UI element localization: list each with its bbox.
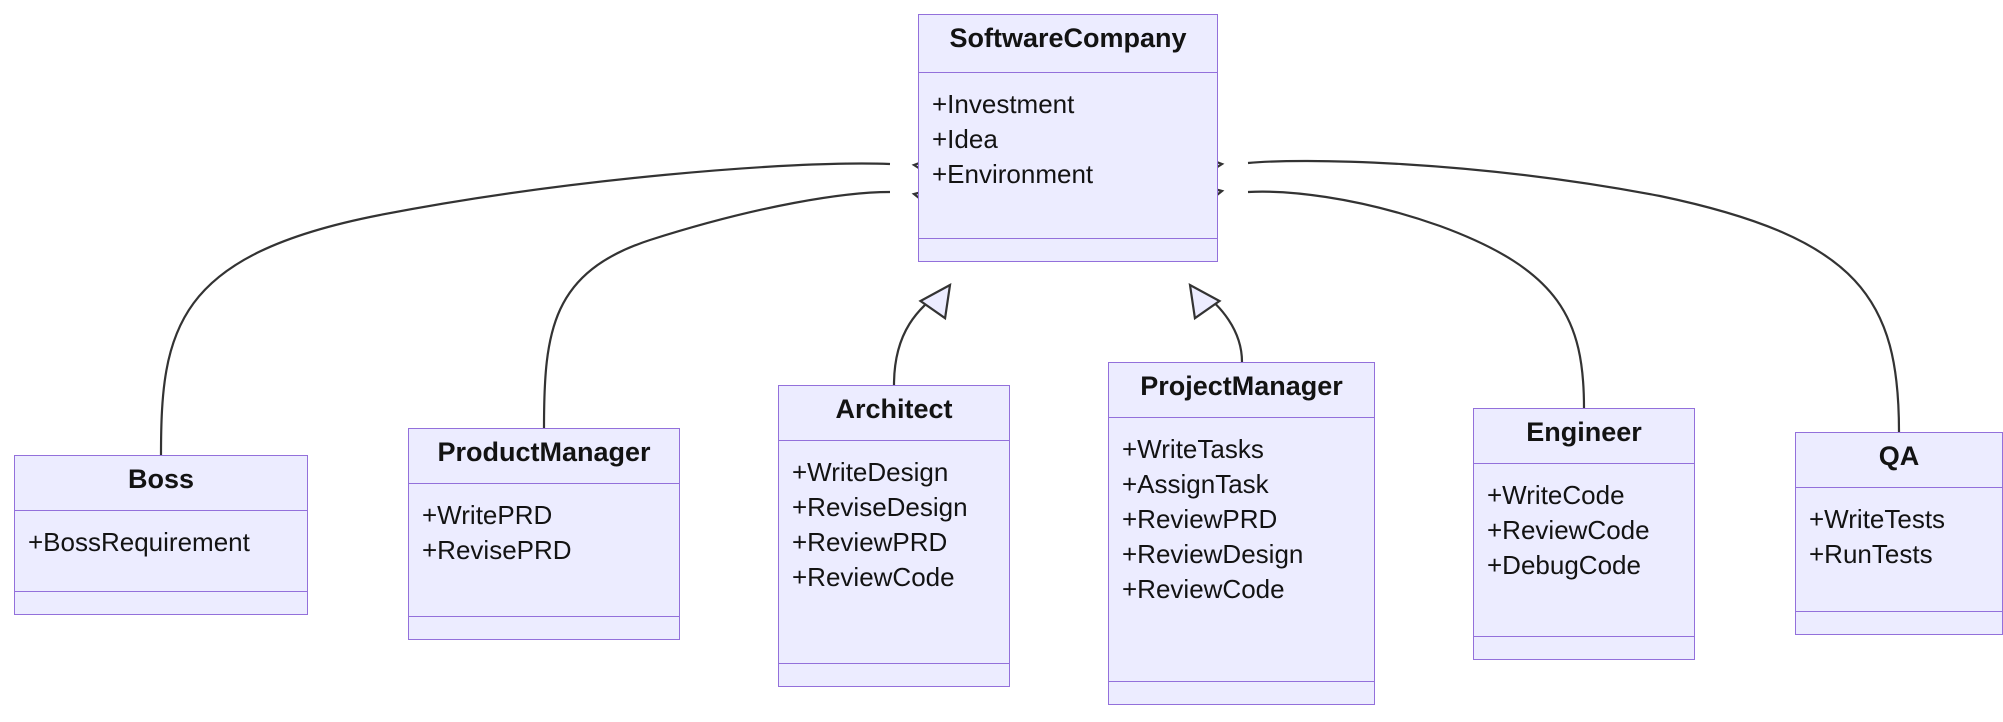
attribute-row: +ReviewDesign [1122, 538, 1304, 569]
attribute-row: +DebugCode [1487, 549, 1641, 580]
attribute-row: +RunTests [1809, 538, 1933, 569]
uml-class-software-company[interactable]: SoftwareCompany +Investment +Idea +Environm… [918, 14, 1218, 262]
attribute-row: +Environment [932, 158, 1094, 189]
class-methods-qa [1796, 612, 2002, 634]
uml-class-product-manager[interactable]: ProductManager +WritePRD +RevisePRD [408, 428, 680, 640]
class-name-software-company: SoftwareCompany [919, 15, 1217, 73]
uml-class-project-manager[interactable]: ProjectManager +WriteTasks +AssignTask +Rev… [1108, 362, 1375, 705]
class-name-boss: Boss [15, 456, 307, 511]
attribute-row: +ReviewPRD [792, 526, 948, 557]
edge-architect-to-softwarecompany [892, 282, 952, 386]
attribute-row: +Idea [932, 123, 998, 154]
attribute-row: +AssignTask [1122, 468, 1269, 499]
attribute-row: +BossRequirement [28, 527, 250, 557]
class-attributes-qa: +WriteTests +RunTests [1796, 488, 2002, 612]
edge-projectmanager-to-softwarecompany [1188, 282, 1244, 363]
class-methods-software-company [919, 239, 1217, 261]
attribute-row: +RevisePRD [422, 534, 572, 565]
attribute-row: +ReviseDesign [792, 491, 968, 522]
class-attributes-architect: +WriteDesign +ReviseDesign +ReviewPRD +Revi… [779, 441, 1009, 664]
uml-class-qa[interactable]: QA +WriteTests +RunTests [1795, 432, 2003, 635]
attribute-row: +WriteTasks [1122, 434, 1264, 464]
class-name-product-manager: ProductManager [409, 429, 679, 484]
class-name-qa: QA [1796, 433, 2002, 488]
class-attributes-software-company: +Investment +Idea +Environment [919, 73, 1217, 239]
class-methods-boss [15, 592, 307, 614]
class-name-architect: Architect [779, 386, 1009, 441]
class-methods-project-manager [1109, 682, 1374, 704]
class-name-engineer: Engineer [1474, 409, 1694, 464]
attribute-row: +ReviewPRD [1122, 503, 1278, 534]
edge-line [1199, 290, 1244, 363]
inheritance-arrowhead-icon [1188, 282, 1222, 321]
class-attributes-boss: +BossRequirement [15, 511, 307, 592]
attribute-row: +WritePRD [422, 500, 553, 530]
attribute-row: +WriteDesign [792, 457, 949, 487]
inheritance-arrowhead-icon [918, 282, 952, 321]
class-name-project-manager: ProjectManager [1109, 363, 1374, 418]
uml-class-engineer[interactable]: Engineer +WriteCode +ReviewCode +DebugCode [1473, 408, 1695, 660]
class-attributes-engineer: +WriteCode +ReviewCode +DebugCode [1474, 464, 1694, 637]
edge-line [892, 291, 941, 386]
class-methods-engineer [1474, 637, 1694, 659]
attribute-row: +ReviewCode [1487, 514, 1650, 545]
attribute-row: +Investment [932, 89, 1075, 119]
class-attributes-project-manager: +WriteTasks +AssignTask +ReviewPRD +ReviewD… [1109, 418, 1374, 682]
class-methods-architect [779, 664, 1009, 686]
class-methods-product-manager [409, 617, 679, 639]
attribute-row: +WriteCode [1487, 480, 1625, 510]
attribute-row: +ReviewCode [792, 561, 955, 592]
attribute-row: +ReviewCode [1122, 573, 1285, 604]
class-attributes-product-manager: +WritePRD +RevisePRD [409, 484, 679, 617]
attribute-row: +WriteTests [1809, 504, 1946, 534]
uml-class-boss[interactable]: Boss +BossRequirement [14, 455, 308, 615]
uml-class-architect[interactable]: Architect +WriteDesign +ReviseDesign +Revie… [778, 385, 1010, 687]
